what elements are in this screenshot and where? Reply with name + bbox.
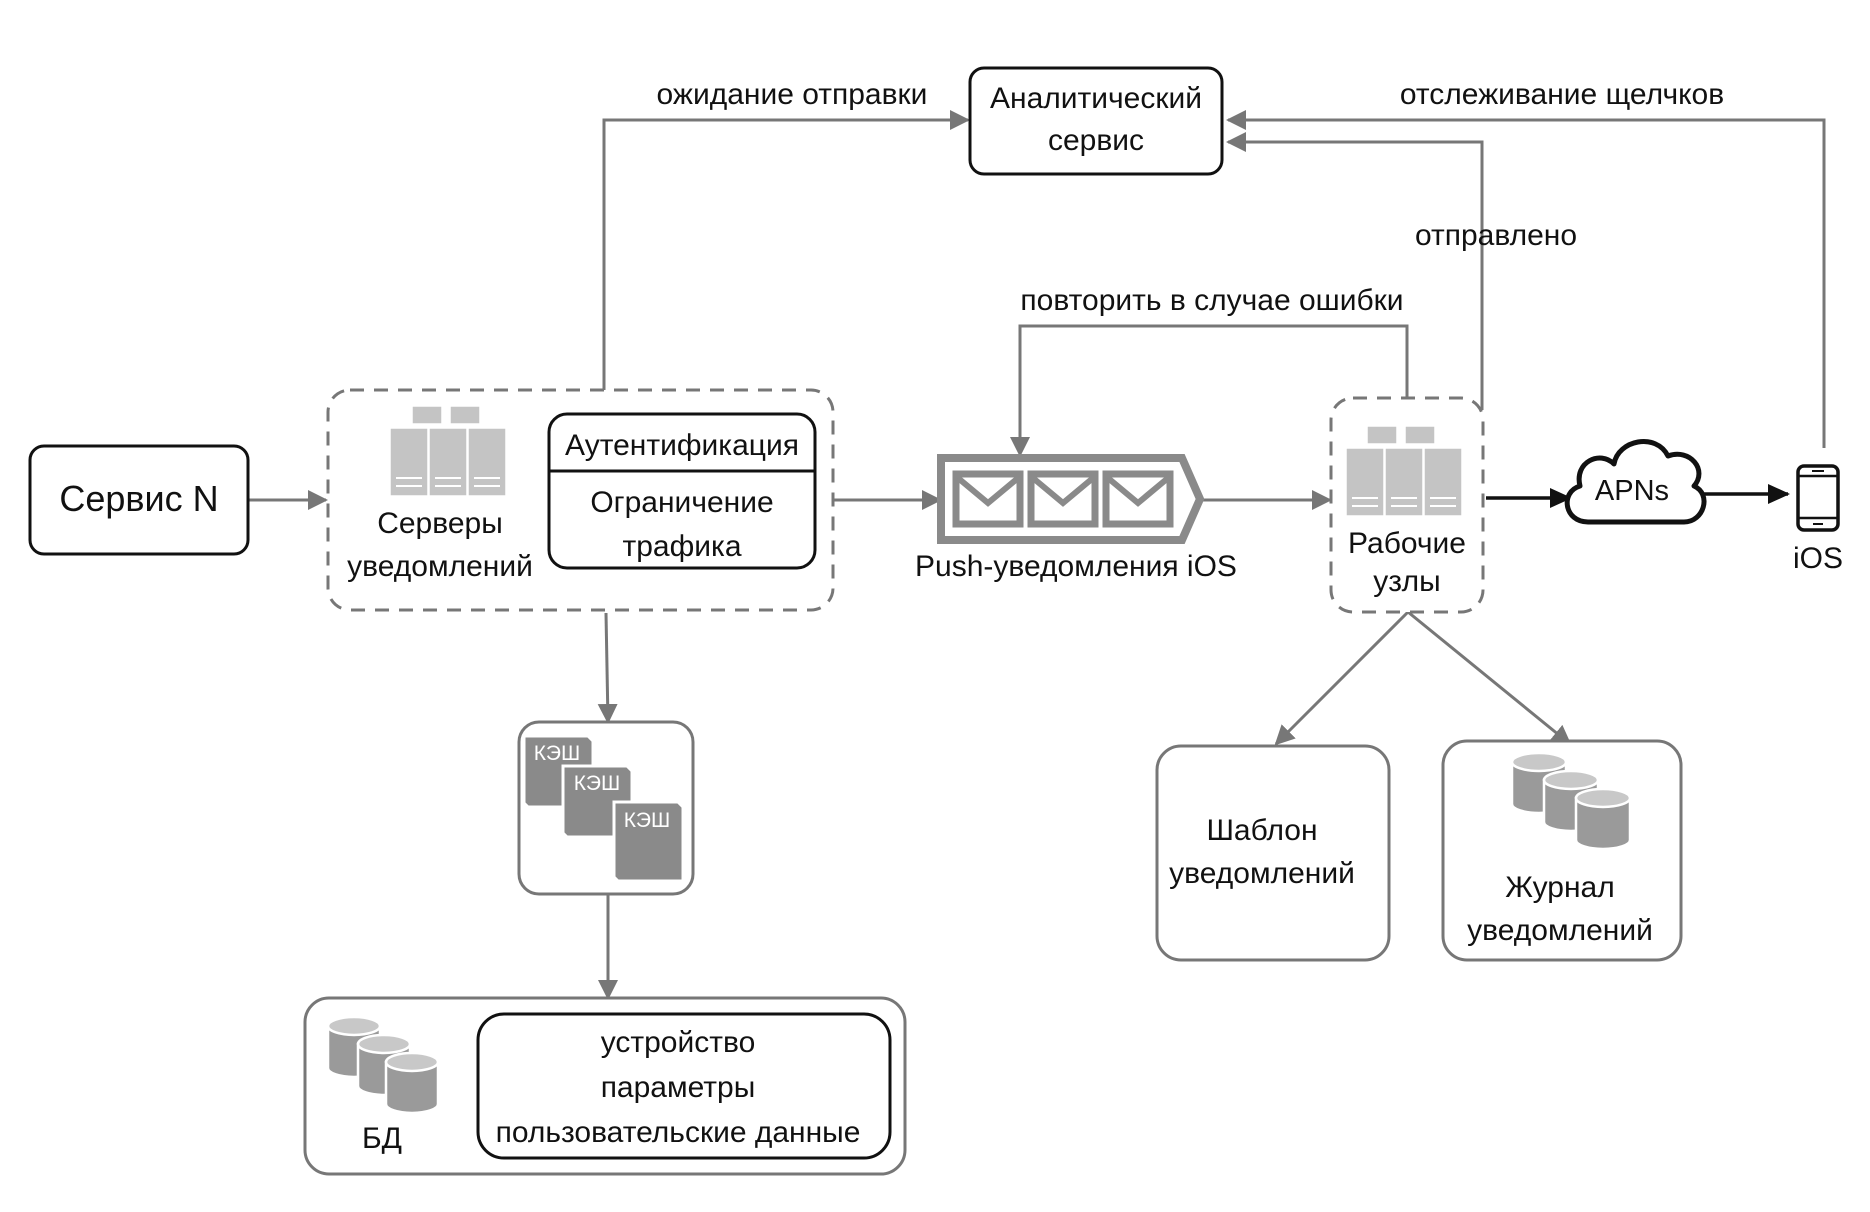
cache-node[interactable]: КЭШ КЭШ КЭШ xyxy=(517,720,695,896)
label-click-tracking: отслеживание щелчков xyxy=(1400,78,1724,111)
queue-label: Push-уведомления iOS xyxy=(915,550,1237,583)
edge-servers-to-cache xyxy=(597,612,618,724)
smartphone-icon xyxy=(1796,464,1840,532)
cloud-icon xyxy=(1564,439,1707,525)
notification-servers-label: Серверы xyxy=(377,507,503,540)
notification-servers-label-2: уведомлений xyxy=(347,550,533,583)
service-n-node[interactable]: Сервис N xyxy=(28,444,250,556)
log-label: Журнал xyxy=(1505,871,1614,904)
database-icon xyxy=(1510,751,1632,851)
db-node[interactable]: БД устройство параметры пользовательские… xyxy=(303,996,907,1176)
edge-workers-to-template xyxy=(1274,610,1410,746)
analytics-label-2: сервис xyxy=(1048,124,1144,157)
cache-icon xyxy=(522,734,685,883)
apns-label: APNs xyxy=(1595,475,1669,507)
db-content-user-data: пользовательские данные xyxy=(496,1116,861,1149)
template-label: Шаблон xyxy=(1206,814,1317,847)
db-content-settings: параметры xyxy=(601,1071,756,1104)
db-content-device: устройство xyxy=(601,1026,756,1059)
server-rack-icon xyxy=(389,405,507,497)
database-icon xyxy=(326,1015,440,1115)
envelope-icon xyxy=(952,470,1024,528)
cache-label-2: КЭШ xyxy=(574,772,621,795)
edge-workers-to-analytics xyxy=(1226,132,1484,410)
envelope-icon xyxy=(1102,470,1174,528)
rate-limit-label-2: трафика xyxy=(622,530,741,563)
label-pending: ожидание отправки xyxy=(657,78,928,111)
ios-label: iOS xyxy=(1793,542,1843,575)
label-retry: повторить в случае ошибки xyxy=(1020,284,1403,317)
workers-group[interactable]: Рабочие узлы xyxy=(1329,396,1485,614)
workers-label-2: узлы xyxy=(1373,565,1441,598)
workers-label: Рабочие xyxy=(1348,527,1466,560)
auth-rate-limit-box[interactable]: Аутентификация Ограничение трафика xyxy=(547,412,817,570)
edge-labels: ожидание отправки отслеживание щелчков о… xyxy=(657,78,1725,317)
cache-label-3: КЭШ xyxy=(624,809,671,832)
analytics-label: Аналитический xyxy=(990,82,1202,115)
label-sent: отправлено xyxy=(1415,219,1577,252)
template-label-2: уведомлений xyxy=(1169,857,1355,890)
ios-push-queue-node[interactable]: Push-уведомления iOS xyxy=(915,454,1237,583)
db-contents-box: устройство параметры пользовательские да… xyxy=(476,1012,892,1160)
edge-workers-to-log xyxy=(1407,610,1572,746)
log-label-2: уведомлений xyxy=(1467,914,1653,947)
edge-retry xyxy=(1010,324,1409,457)
edges xyxy=(248,110,1826,1000)
analytics-service-node[interactable]: Аналитический сервис xyxy=(968,66,1224,176)
auth-label: Аутентификация xyxy=(565,429,799,462)
apns-node[interactable]: APNs xyxy=(1564,439,1707,525)
service-n-label: Сервис N xyxy=(59,478,218,519)
cache-label-1: КЭШ xyxy=(534,742,581,765)
server-rack-icon xyxy=(1345,425,1463,517)
ios-device-node[interactable]: iOS xyxy=(1793,464,1843,575)
db-label: БД xyxy=(362,1122,402,1155)
edge-servers-to-analytics xyxy=(602,110,970,390)
notification-log-node[interactable]: Журнал уведомлений xyxy=(1441,739,1683,962)
rate-limit-label: Ограничение xyxy=(590,486,773,519)
edge-ios-to-analytics xyxy=(1226,110,1826,448)
notification-template-node[interactable]: Шаблон уведомлений xyxy=(1155,744,1391,962)
envelope-icon xyxy=(1027,470,1099,528)
notification-servers-group[interactable]: Серверы уведомлений Аутентификация Огран… xyxy=(326,388,835,612)
